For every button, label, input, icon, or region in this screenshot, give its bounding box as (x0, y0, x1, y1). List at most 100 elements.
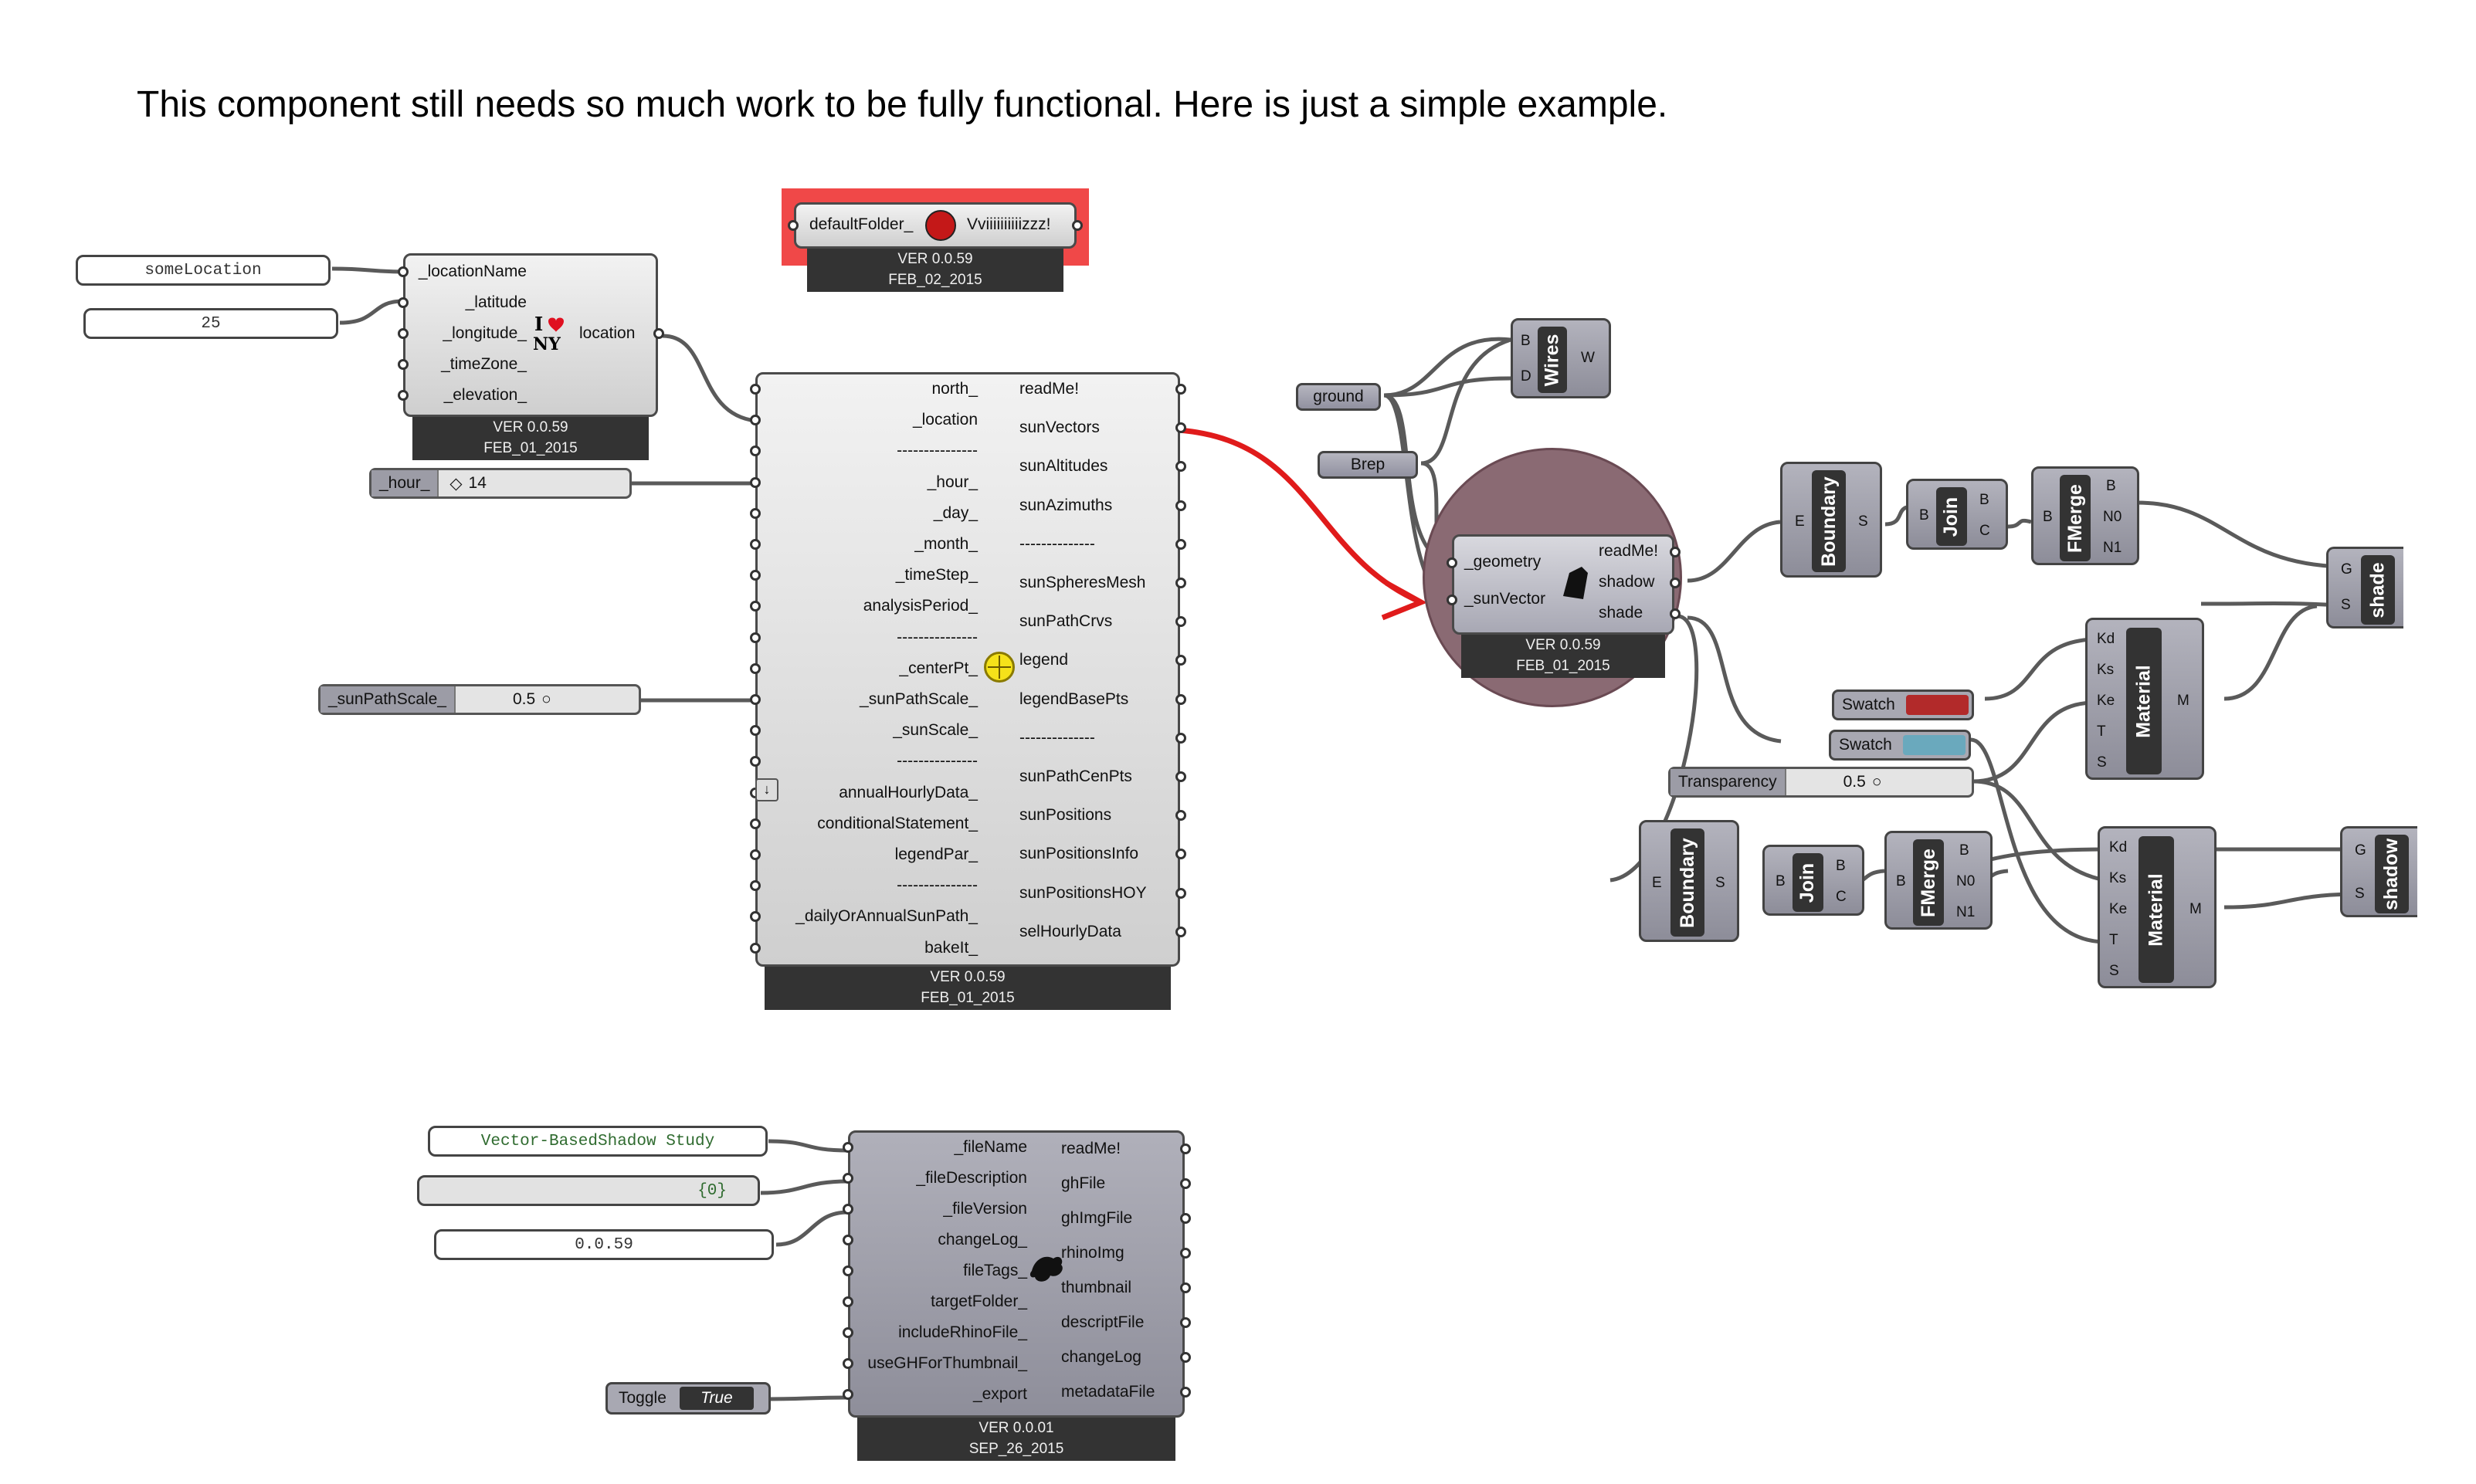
input-grip[interactable] (750, 539, 761, 550)
input-grip[interactable] (843, 1358, 853, 1369)
input-grip[interactable] (843, 1389, 853, 1400)
input-grip[interactable] (843, 1296, 853, 1307)
sunpath-scale-slider[interactable]: _sunPathScale_ 0.5○ (318, 684, 641, 715)
material-component-lower[interactable]: Kd Ks Ke T S Material M (2098, 826, 2217, 988)
swatch-label: Swatch (1839, 736, 1892, 754)
input-grip[interactable] (843, 1265, 853, 1276)
output-grip[interactable] (1175, 616, 1186, 628)
slider-handle-icon: ○ (1871, 773, 1882, 791)
swatch-red[interactable]: Swatch (1832, 689, 1974, 720)
slider-value: 0.5 (1843, 773, 1866, 791)
hour-slider[interactable]: _hour_ ◇14 (369, 468, 632, 499)
input-grip[interactable] (843, 1142, 853, 1153)
output-grip[interactable] (1180, 1213, 1191, 1224)
input-T: T (2097, 723, 2106, 740)
input-grip[interactable] (843, 1327, 853, 1338)
fmerge-component-lower[interactable]: B FMerge B N0 N1 (1884, 831, 1993, 930)
output-grip[interactable] (1175, 384, 1186, 395)
swatch-color (1902, 735, 1966, 755)
output-grip[interactable] (1175, 693, 1186, 705)
input-grip[interactable] (750, 507, 761, 519)
output-grip[interactable] (1180, 1178, 1191, 1189)
output-grip[interactable] (1180, 1317, 1191, 1328)
input-S: S (2109, 963, 2119, 979)
shade-preview-component[interactable]: G S shade (2326, 547, 2403, 628)
output-grip[interactable] (1180, 1248, 1191, 1259)
fmerge-component-upper[interactable]: B FMerge B N0 N1 (2031, 466, 2139, 565)
input-grip[interactable] (750, 384, 761, 395)
output-port-5: sunSpheresMesh (1019, 574, 1146, 591)
location-component[interactable]: _locationName _latitude _longitude_ _tim… (398, 253, 664, 462)
input-grip[interactable] (750, 632, 761, 643)
input-grip[interactable] (750, 415, 761, 426)
input-grip[interactable] (750, 601, 761, 612)
output-grip[interactable] (1175, 538, 1186, 550)
output-grip[interactable] (1180, 1387, 1191, 1398)
shadow-preview-component[interactable]: G S shadow (2340, 826, 2417, 917)
boundary-component-upper[interactable]: E Boundary S (1780, 462, 1882, 578)
output-grip[interactable] (1175, 461, 1186, 473)
input-grip[interactable] (750, 694, 761, 705)
swatch-blue[interactable]: Swatch (1829, 730, 1971, 761)
input-grip[interactable] (750, 911, 761, 923)
input-grip[interactable] (750, 476, 761, 488)
join-component-upper[interactable]: B Join B C (1906, 479, 2008, 550)
boundary-component-lower[interactable]: E Boundary S (1639, 820, 1739, 942)
input-port-7: analysisPeriod_ (863, 597, 978, 615)
transparency-slider[interactable]: Transparency 0.5○ (1668, 767, 1974, 798)
latitude-panel[interactable]: 25 (83, 308, 338, 339)
input-grip[interactable] (750, 942, 761, 954)
shadow-component[interactable]: _geometry _sunVector readMe! shadow shad… (1447, 534, 1681, 681)
sunpath-component[interactable]: north__location---------------_hour__day… (750, 372, 1186, 1013)
file-version-panel[interactable]: 0.0.59 (434, 1229, 774, 1260)
output-grip[interactable] (1175, 887, 1186, 899)
output-port-13: sunPositionsHOY (1019, 883, 1147, 902)
output-grip[interactable] (1180, 1352, 1191, 1363)
input-grip[interactable] (843, 1173, 853, 1184)
ladybug-icon (925, 210, 956, 241)
input-grip[interactable] (843, 1204, 853, 1215)
input-timeZone: _timeZone_ (441, 355, 527, 373)
input-grip[interactable] (750, 849, 761, 860)
default-folder-component[interactable]: defaultFolder_ Vviiiiiiiiiizzz! VER 0.0.… (788, 202, 1083, 295)
input-port-3: _hour_ (927, 473, 978, 491)
output-grip[interactable] (1175, 810, 1186, 822)
input-grip[interactable] (843, 1235, 853, 1245)
slider-value: 14 (468, 474, 487, 492)
output-grip[interactable] (1175, 926, 1186, 937)
output-grip[interactable] (1175, 422, 1186, 434)
wire (1687, 615, 1782, 744)
output-grip[interactable] (1180, 1282, 1191, 1293)
ground-param[interactable]: ground (1296, 383, 1381, 411)
join-component-lower[interactable]: B Join B C (1762, 845, 1864, 916)
input-grip[interactable] (750, 818, 761, 829)
output-grip[interactable] (1175, 500, 1186, 511)
input-grip[interactable] (750, 880, 761, 892)
component-name: Join (1940, 496, 1962, 537)
input-grip[interactable] (750, 570, 761, 581)
input-port-5: targetFolder_ (931, 1293, 1027, 1310)
export-toggle[interactable]: Toggle True (605, 1382, 771, 1415)
input-grip[interactable] (750, 756, 761, 767)
output-grip[interactable] (1175, 849, 1186, 860)
output-grip[interactable] (1175, 732, 1186, 744)
file-description-panel[interactable]: {0} (417, 1175, 760, 1206)
material-component-upper[interactable]: Kd Ks Ke T S Material M (2085, 618, 2204, 780)
output-shadow: shadow (1599, 573, 1655, 591)
output-grip[interactable] (1175, 655, 1186, 666)
output-grip[interactable] (1180, 1143, 1191, 1154)
brep-param[interactable]: Brep (1318, 451, 1418, 479)
wire (1970, 737, 2106, 944)
input-grip[interactable] (750, 662, 761, 674)
input-grip[interactable] (750, 725, 761, 737)
expand-arrow-icon[interactable]: ↓ (755, 778, 778, 801)
output-grip[interactable] (1175, 578, 1186, 588)
file-name-panel[interactable]: Vector-BasedShadow Study (428, 1126, 768, 1157)
output-grip[interactable] (1175, 771, 1186, 782)
input-grip[interactable] (750, 446, 761, 457)
output-N0: N0 (1956, 873, 1976, 889)
wires-component[interactable]: B D Wires W (1511, 318, 1611, 398)
output-port-0: readMe! (1061, 1140, 1121, 1157)
location-name-panel[interactable]: someLocation (76, 255, 331, 286)
